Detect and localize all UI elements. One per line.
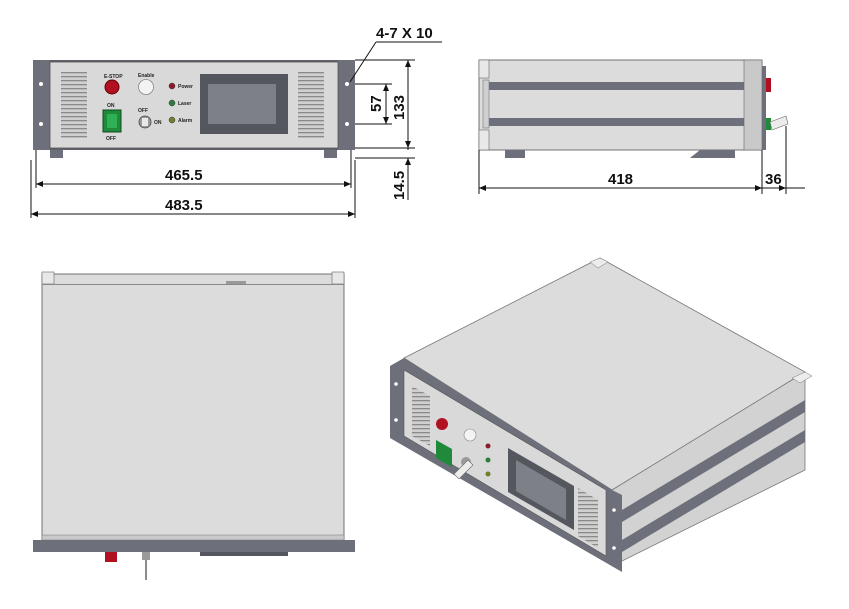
side-enclosure: [478, 59, 763, 151]
display-screen: [208, 84, 276, 124]
iso-laser-led: [485, 457, 491, 463]
iso-mount-hole: [394, 382, 398, 386]
front-foot: [324, 150, 337, 158]
side-foot: [505, 150, 525, 158]
key-icon: [142, 118, 148, 126]
iso-alarm-led: [485, 471, 491, 477]
mount-holes-dimension: 4-7 X 10: [376, 25, 433, 42]
hole-spacing-dimension: 57: [368, 95, 385, 112]
isometric-view: [390, 257, 813, 572]
left-rack-ear: [33, 60, 50, 150]
side-key-icon: [769, 115, 789, 131]
iso-estop-button: [436, 418, 448, 430]
side-estop-icon: [766, 78, 771, 92]
iso-side-rail: [622, 400, 805, 522]
side-corner: [478, 129, 490, 151]
front-dimensions: [30, 41, 442, 218]
height-dimension: 133: [391, 95, 408, 120]
enable-label: Enable: [138, 73, 155, 79]
top-corner: [331, 271, 345, 285]
laser-led-icon: [168, 99, 176, 107]
key-protrusion-dimension: 36: [765, 171, 782, 188]
top-front-edge: [41, 534, 345, 541]
iso-side-rail: [622, 430, 805, 552]
iso-left-vent: [412, 386, 430, 446]
side-view: [478, 59, 789, 158]
side-foot: [690, 150, 735, 158]
top-enclosure: [41, 273, 345, 541]
alarm-led-icon: [168, 116, 176, 124]
top-estop-icon: [105, 552, 117, 562]
top-display-edge: [200, 552, 288, 556]
estop-button[interactable]: [104, 79, 120, 95]
top-rear-edge: [42, 284, 344, 285]
enable-button[interactable]: [138, 79, 154, 95]
top-front-panel: [33, 540, 355, 552]
mount-hole: [39, 82, 43, 86]
iso-mount-hole: [394, 418, 398, 422]
right-vent-grille: [298, 72, 324, 138]
iso-mount-hole: [612, 546, 616, 550]
mount-hole: [345, 122, 349, 126]
overall-width-dimension: 483.5: [165, 197, 203, 214]
mount-hole: [345, 82, 349, 86]
iso-display-screen: [516, 460, 566, 520]
front-view: E-STOP Enable Power Laser Alarm ON OFF O…: [33, 60, 355, 158]
foot-height-dimension: 14.5: [391, 171, 408, 200]
left-vent-grille: [61, 72, 87, 138]
mount-hole: [39, 122, 43, 126]
iso-corner: [791, 371, 813, 384]
power-label: Power: [178, 84, 193, 90]
iso-mount-hole: [612, 508, 616, 512]
side-front-edge: [743, 59, 763, 151]
side-corner: [478, 59, 490, 79]
key-on-label: ON: [154, 120, 162, 126]
depth-dimension: 418: [608, 171, 633, 188]
iso-corner: [589, 257, 609, 269]
estop-label: E-STOP: [104, 74, 123, 80]
top-key-switch-icon: [142, 552, 150, 560]
side-rear-bracket: [482, 79, 490, 129]
laser-label: Laser: [178, 101, 191, 107]
top-view: [33, 271, 355, 580]
body-width-dimension: 465.5: [165, 167, 203, 184]
dimension-arrows: [31, 60, 411, 217]
alarm-label: Alarm: [178, 118, 193, 124]
side-front-panel: [762, 66, 766, 150]
power-led-icon: [168, 82, 176, 90]
power-switch-rocker: [107, 114, 117, 128]
front-foot: [50, 150, 63, 158]
key-off-label: OFF: [138, 108, 148, 114]
side-rail-top: [489, 82, 753, 90]
side-dimensions: [478, 126, 805, 194]
front-panel-face: [49, 61, 339, 149]
iso-right-vent: [578, 488, 598, 548]
switch-on-label: ON: [107, 103, 115, 109]
switch-off-label: OFF: [106, 136, 116, 142]
iso-key-icon: [453, 459, 474, 480]
side-rail-bottom: [489, 118, 753, 126]
side-dimension-arrows: [479, 185, 786, 191]
right-rack-ear: [338, 60, 355, 150]
side-switch-icon: [766, 118, 771, 130]
top-rear-tab: [226, 281, 246, 284]
iso-power-led: [485, 443, 491, 449]
top-corner: [41, 271, 55, 285]
iso-power-switch: [436, 440, 452, 467]
iso-enable-button: [463, 428, 477, 442]
